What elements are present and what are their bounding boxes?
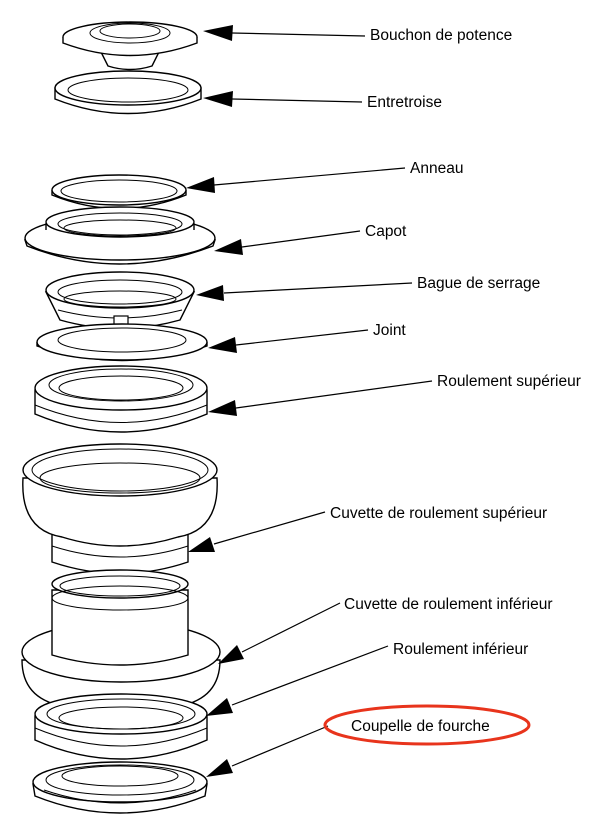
crown-race-part xyxy=(32,761,208,814)
label-spacer: Entretroise xyxy=(367,94,442,111)
upper-cup-part xyxy=(22,443,218,575)
label-clamp-ring: Bague de serrage xyxy=(417,275,540,292)
cover-part xyxy=(24,206,216,265)
seal-part xyxy=(36,323,208,362)
label-lower-bearing: Roulement inférieur xyxy=(393,641,528,658)
label-seal: Joint xyxy=(373,322,406,339)
label-ring: Anneau xyxy=(410,160,463,177)
label-stem-cap: Bouchon de potence xyxy=(370,27,512,44)
lower-bearing-part xyxy=(34,693,208,760)
leader-lines xyxy=(186,25,433,777)
label-crown-race: Coupelle de fourche xyxy=(351,718,490,735)
label-upper-cup: Cuvette de roulement supérieur xyxy=(330,505,547,522)
stem-cap-part xyxy=(62,21,198,71)
highlight-circle xyxy=(323,704,531,746)
label-cover: Capot xyxy=(365,223,407,240)
clamp-ring-part xyxy=(44,271,196,333)
labels: Bouchon de potence Entretroise Anneau Ca… xyxy=(330,27,581,735)
lower-cup-part xyxy=(21,569,221,716)
label-lower-cup: Cuvette de roulement inférieur xyxy=(344,596,553,613)
label-upper-bearing: Roulement supérieur xyxy=(437,373,581,390)
spacer-part xyxy=(54,70,202,115)
ring-part xyxy=(51,174,187,210)
upper-bearing-part xyxy=(34,365,208,433)
